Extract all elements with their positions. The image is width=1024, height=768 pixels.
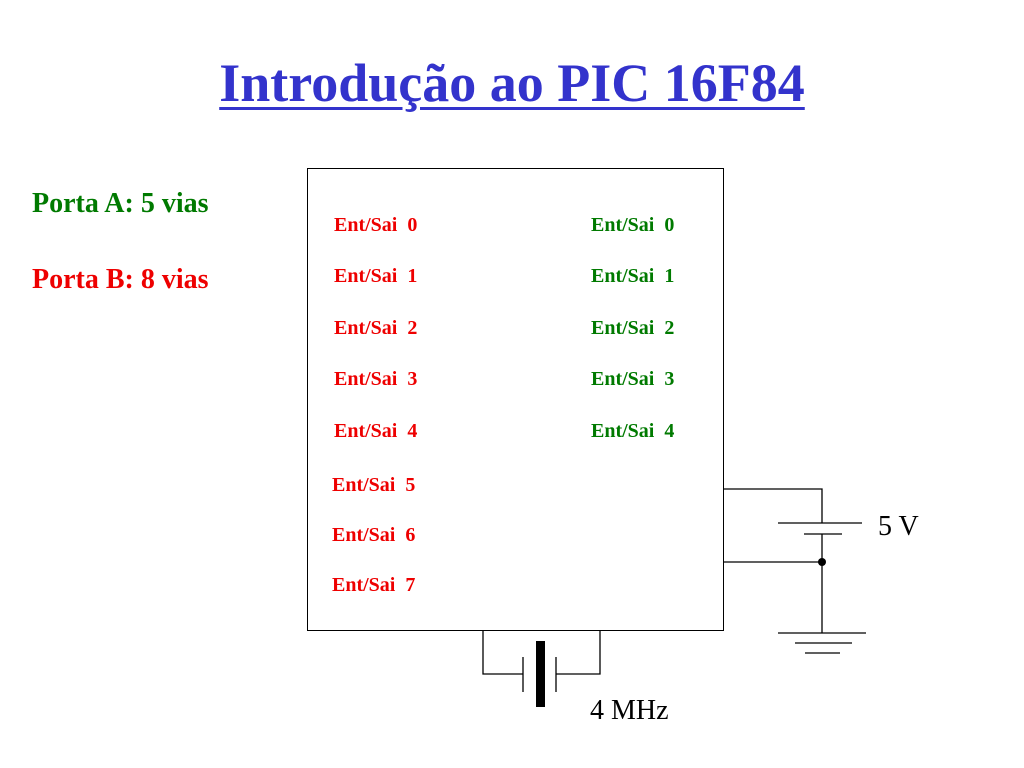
port-b-pin-3: Ent/Sai 3 <box>334 368 418 390</box>
crystal-wire-left <box>482 631 523 675</box>
port-b-pin-6: Ent/Sai 6 <box>332 524 416 546</box>
port-a-label: Porta A: 5 vias <box>32 188 209 219</box>
port-b-pin-5: Ent/Sai 5 <box>332 474 416 496</box>
port-b-pin-1: Ent/Sai 1 <box>334 265 418 287</box>
port-b-pin-2: Ent/Sai 2 <box>334 317 418 339</box>
crystal-wire-right <box>556 631 601 675</box>
port-b-pin-4: Ent/Sai 4 <box>334 420 418 442</box>
port-b-label: Porta B: 8 vias <box>32 264 209 295</box>
pic-chip-body <box>307 168 724 631</box>
supply-voltage-label: 5 V <box>878 511 919 542</box>
crystal-body <box>536 641 545 707</box>
port-a-pin-2: Ent/Sai 2 <box>591 317 675 339</box>
supply-wire-top <box>724 488 823 523</box>
crystal-frequency-label: 4 MHz <box>590 695 669 726</box>
port-b-pin-0: Ent/Sai 0 <box>334 214 418 236</box>
port-a-pin-3: Ent/Sai 3 <box>591 368 675 390</box>
port-a-pin-0: Ent/Sai 0 <box>591 214 675 236</box>
port-a-pin-4: Ent/Sai 4 <box>591 420 675 442</box>
port-a-pin-1: Ent/Sai 1 <box>591 265 675 287</box>
slide-title: Introdução ao PIC 16F84 <box>219 53 805 113</box>
junction-dot <box>818 558 826 566</box>
port-b-pin-7: Ent/Sai 7 <box>332 574 416 596</box>
